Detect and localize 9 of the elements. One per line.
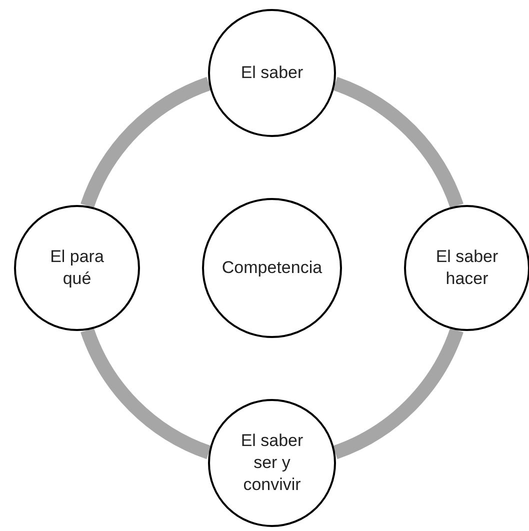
concept-label: El saber hacer <box>434 246 500 290</box>
concept-label: El para qué <box>49 246 105 290</box>
concept-label: El saber ser y convivir <box>240 430 304 496</box>
concept-label: Competencia <box>222 256 322 279</box>
ring-arc <box>332 77 464 208</box>
ring-arc <box>332 328 464 459</box>
ring-arc <box>80 328 212 459</box>
ring-arc <box>80 77 212 208</box>
concept-label: El saber <box>240 62 304 84</box>
